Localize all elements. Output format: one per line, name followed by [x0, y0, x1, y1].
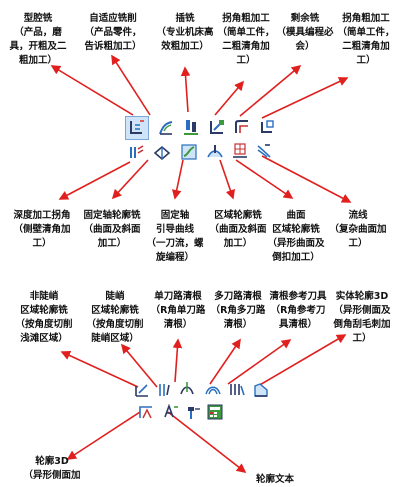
plunge-mill-icon[interactable]	[182, 118, 200, 136]
label-contour-area: 区域轮廓铣 （曲面及斜面 加工）	[209, 210, 267, 249]
label-fixed-contour: 固定轴轮廓铣 （曲面及斜面 加工）	[83, 210, 141, 249]
label-solid-profile-3d: 实体轮廓3D （异形侧面及 倒角刮毛刺加 工）	[333, 291, 391, 344]
label-profile-3d: 轮廓3D （异形侧面加	[23, 456, 81, 481]
contour-text-icon[interactable]	[162, 402, 180, 420]
arrow-single-flowcut	[172, 338, 183, 383]
arrow-non-steep	[60, 350, 139, 388]
label-non-steep: 非陡峭 区域轮廓铣 （按角度切削 浅滩区域）	[15, 291, 73, 344]
non-steep-icon[interactable]	[133, 381, 151, 399]
multi-flowcut-icon[interactable]	[204, 380, 222, 398]
arrow-fixed-contour	[111, 159, 149, 200]
solid-profile-3d-icon[interactable]	[252, 381, 270, 399]
fixed-contour-icon[interactable]	[153, 143, 171, 161]
contour-surface-area-icon[interactable]	[231, 141, 249, 159]
arrow-flowcut-ref-tool	[227, 339, 292, 385]
rest-mill-icon[interactable]	[233, 118, 251, 136]
label-streamline: 流线 （复杂曲面加 工）	[329, 210, 387, 249]
arrow-profile-3d	[66, 411, 141, 460]
arrow-guiding-curve	[171, 159, 184, 200]
arrow-contour-area	[219, 159, 235, 200]
label-cavity-mill: 型腔铣 （产品，磨 具，开粗及二 粗加工）	[9, 13, 67, 66]
streamline-icon[interactable]	[255, 142, 273, 160]
contour-area-icon[interactable]	[206, 143, 224, 161]
arrow-corner-rough-2	[261, 77, 349, 119]
arrow-zlevel-corner	[58, 161, 131, 200]
label-corner-rough-2: 拐角粗加工 （简单工件， 二粗清角加 工）	[337, 13, 395, 66]
corner-rough-icon[interactable]	[208, 118, 226, 136]
arrow-adaptive-mill	[111, 54, 151, 116]
label-contour-text: 轮廓文本	[255, 474, 295, 485]
label-multi-flowcut: 多刀路清根 （R角多刀路 清根）	[210, 291, 266, 330]
label-zlevel-corner: 深度加工拐角 （侧壁清角加 工）	[13, 210, 71, 249]
label-rest-mill: 剩余铣 （模具编程必 会）	[276, 13, 334, 52]
calculator-icon[interactable]	[206, 403, 224, 421]
single-flowcut-icon[interactable]	[178, 380, 196, 398]
arrow-contour-text	[167, 411, 247, 473]
cavity-mill-icon[interactable]	[125, 116, 149, 140]
arrow-corner-rough	[214, 80, 245, 116]
label-guiding-curve: 固定轴 引导曲线 （一刀流，螺 旋编程）	[146, 210, 204, 263]
tool-operation-icon[interactable]	[185, 403, 203, 421]
arrow-steep	[120, 343, 158, 388]
corner-rough-2-icon[interactable]	[258, 118, 276, 136]
flowcut-ref-tool-icon[interactable]	[228, 380, 246, 398]
label-flowcut-ref-tool: 清根参考刀具 （R角参考刀 具清根）	[269, 291, 327, 330]
arrow-streamline	[261, 155, 352, 203]
label-steep: 陡峭 区域轮廓铣 （按角度切削 陡峭区域）	[86, 291, 144, 344]
arrow-rest-mill	[239, 64, 302, 117]
arrow-contour-surface-area	[235, 159, 294, 199]
label-corner-rough: 拐角粗加工 （简单工件， 二粗清角加 工）	[217, 13, 275, 66]
arrow-plunge-mill	[180, 66, 191, 113]
arrow-multi-flowcut	[209, 338, 241, 385]
label-adaptive-mill: 自适应铣削 （产品零件， 告诉粗加工）	[84, 13, 142, 52]
adaptive-mill-icon[interactable]	[157, 119, 175, 137]
arrow-solid-profile-3d	[257, 334, 347, 387]
guiding-curve-icon[interactable]	[180, 143, 198, 161]
zlevel-corner-icon[interactable]	[128, 143, 146, 161]
label-plunge-mill: 插铣 （专业机床高 效粗加工）	[156, 13, 214, 52]
profile-3d-icon[interactable]	[137, 403, 155, 421]
label-contour-surface-area: 曲面 区域轮廓铣 （异形曲面及 倒扣加工）	[267, 210, 325, 263]
arrow-cavity-mill	[50, 65, 134, 116]
steep-icon[interactable]	[155, 381, 173, 399]
label-single-flowcut: 单刀路清根 （R角单刀路 清根）	[150, 291, 206, 330]
